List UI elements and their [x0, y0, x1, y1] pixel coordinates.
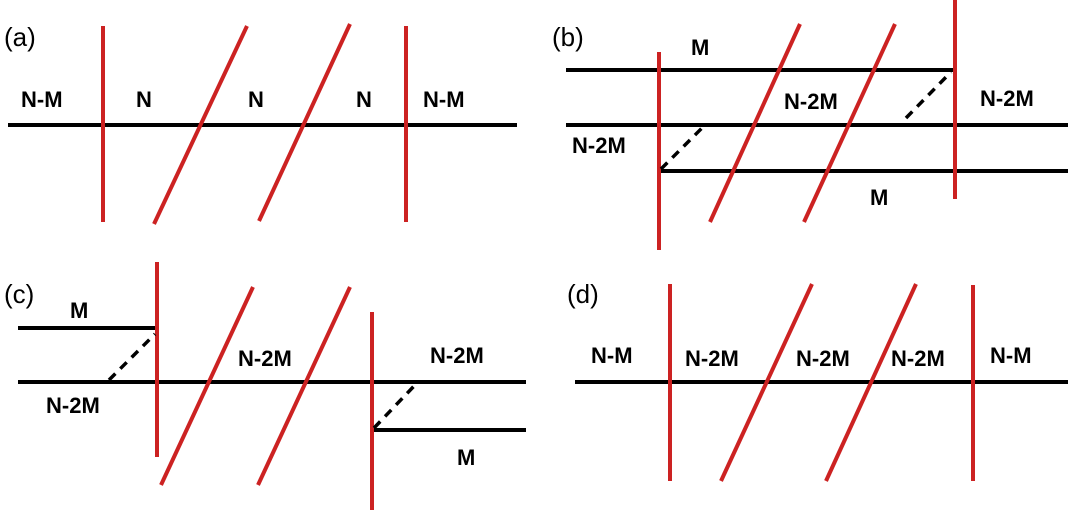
- panel-c-label-m-top: M: [70, 298, 88, 323]
- panel-c-slanted-wall-2: [256, 286, 352, 486]
- panel-b: (b) M N-2M N-2M N-2M M: [552, 0, 1068, 250]
- panel-d-slanted-wall-2: [824, 283, 918, 482]
- panel-d: (d) N-M N-2M N-2M N-2M N-M: [567, 279, 1068, 482]
- panel-a-slanted-wall-1: [152, 25, 249, 225]
- panel-d-label-1: N-M: [591, 343, 633, 368]
- panel-b-label-m-bottom: M: [870, 185, 888, 210]
- panel-c-tag: (c): [4, 279, 34, 309]
- panel-c-dashed-link-right: [372, 382, 418, 430]
- panel-c-label-m-bottom: M: [457, 445, 475, 470]
- panel-a-tag: (a): [4, 22, 36, 52]
- panel-a-label-4: N: [356, 87, 372, 112]
- panel-d-label-3: N-2M: [796, 346, 850, 371]
- panel-b-label-center: N-2M: [784, 89, 838, 114]
- panel-b-label-left: N-2M: [572, 133, 626, 158]
- panel-d-label-5: N-M: [990, 343, 1032, 368]
- panel-b-slanted-wall-2: [802, 23, 897, 223]
- panel-a-label-1: N-M: [21, 87, 63, 112]
- panel-a-label-5: N-M: [423, 87, 465, 112]
- panel-a-label-2: N: [136, 87, 152, 112]
- panel-c-label-left: N-2M: [46, 393, 100, 418]
- panel-a-label-3: N: [248, 87, 264, 112]
- panel-d-tag: (d): [567, 279, 599, 309]
- panel-c-label-right: N-2M: [430, 343, 484, 368]
- panel-a: (a) N-M N N N N-M: [4, 22, 517, 225]
- panel-a-slanted-wall-2: [257, 23, 352, 222]
- panel-d-label-2: N-2M: [685, 346, 739, 371]
- panel-c-slanted-wall-1: [159, 286, 255, 486]
- panel-d-slanted-wall-1: [719, 283, 814, 482]
- panel-c: (c) M N-2M N-2M N-2M M: [4, 262, 526, 510]
- panel-c-label-center: N-2M: [238, 346, 292, 371]
- panel-c-dashed-link-left: [107, 332, 157, 382]
- panel-b-tag: (b): [552, 22, 584, 52]
- panel-b-slanted-wall-1: [708, 23, 802, 223]
- panel-b-label-right: N-2M: [980, 86, 1034, 111]
- panel-b-dashed-link-left: [659, 123, 707, 171]
- panel-b-label-m-top: M: [691, 35, 709, 60]
- panel-b-dashed-link-right: [904, 70, 953, 120]
- panel-d-label-4: N-2M: [891, 346, 945, 371]
